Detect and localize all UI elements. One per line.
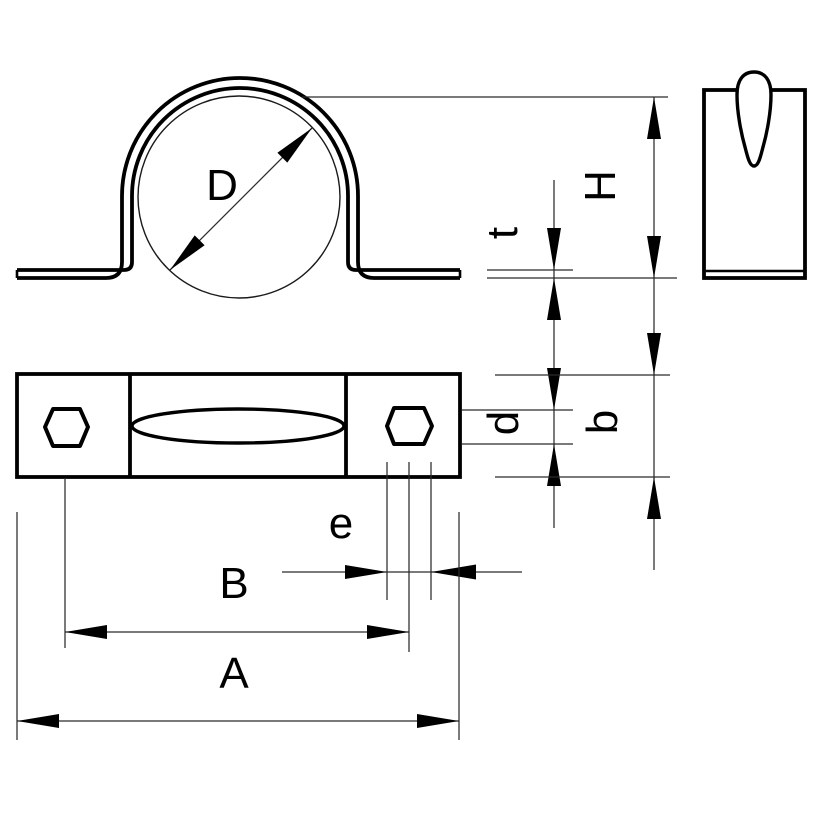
dim-d-label: d — [479, 411, 528, 435]
dim-t-arrow-bottom — [547, 278, 561, 320]
dim-b-arrow-bottom — [647, 477, 661, 519]
dim-e-arrow-left — [345, 565, 387, 579]
dim-e-arrow-right — [431, 564, 476, 580]
dim-B-label: B — [219, 559, 248, 608]
clamp-inner-contour — [17, 86, 460, 272]
dim-e-label: e — [329, 499, 353, 548]
plan-view — [15, 372, 462, 479]
side-view — [702, 70, 807, 280]
dim-d-arrow-bottom — [547, 444, 561, 486]
dim-H-arrow-top — [647, 97, 661, 139]
dim-D-arrow-lower — [170, 235, 205, 270]
dim-b-arrow-top — [647, 333, 661, 375]
dim-A-label: A — [219, 649, 249, 698]
plan-hex-hole-right — [385, 406, 434, 446]
dimension-b: b — [495, 333, 670, 519]
dim-H-arrow-bottom — [647, 236, 661, 278]
dim-H-label: H — [576, 170, 625, 202]
dim-t-arrow-top — [547, 228, 561, 270]
pipe-circle — [137, 95, 341, 299]
dim-d-arrow-top — [547, 368, 561, 410]
side-view-slot — [735, 70, 773, 168]
dimension-B: B — [64, 462, 410, 652]
plan-hex-hole-left — [43, 407, 90, 448]
dim-A-arrow-left — [17, 714, 59, 728]
dim-B-arrow-right — [367, 625, 409, 639]
dim-b-label: b — [578, 410, 627, 434]
dimension-d: d — [462, 368, 573, 486]
dim-t-label: t — [478, 227, 527, 239]
dim-B-arrow-left — [65, 625, 107, 639]
front-view — [15, 76, 462, 299]
dimension-e: e — [282, 462, 522, 600]
dim-A-arrow-right — [417, 714, 459, 728]
plan-view-body — [15, 372, 462, 479]
clamp-outer-contour — [17, 76, 460, 280]
dimension-A: A — [16, 512, 460, 740]
dim-D-label: D — [206, 161, 238, 210]
plan-slot — [130, 407, 346, 445]
dimension-D: D — [169, 127, 313, 271]
dim-D-arrow-upper — [277, 128, 312, 163]
dimension-H: H — [302, 96, 677, 570]
